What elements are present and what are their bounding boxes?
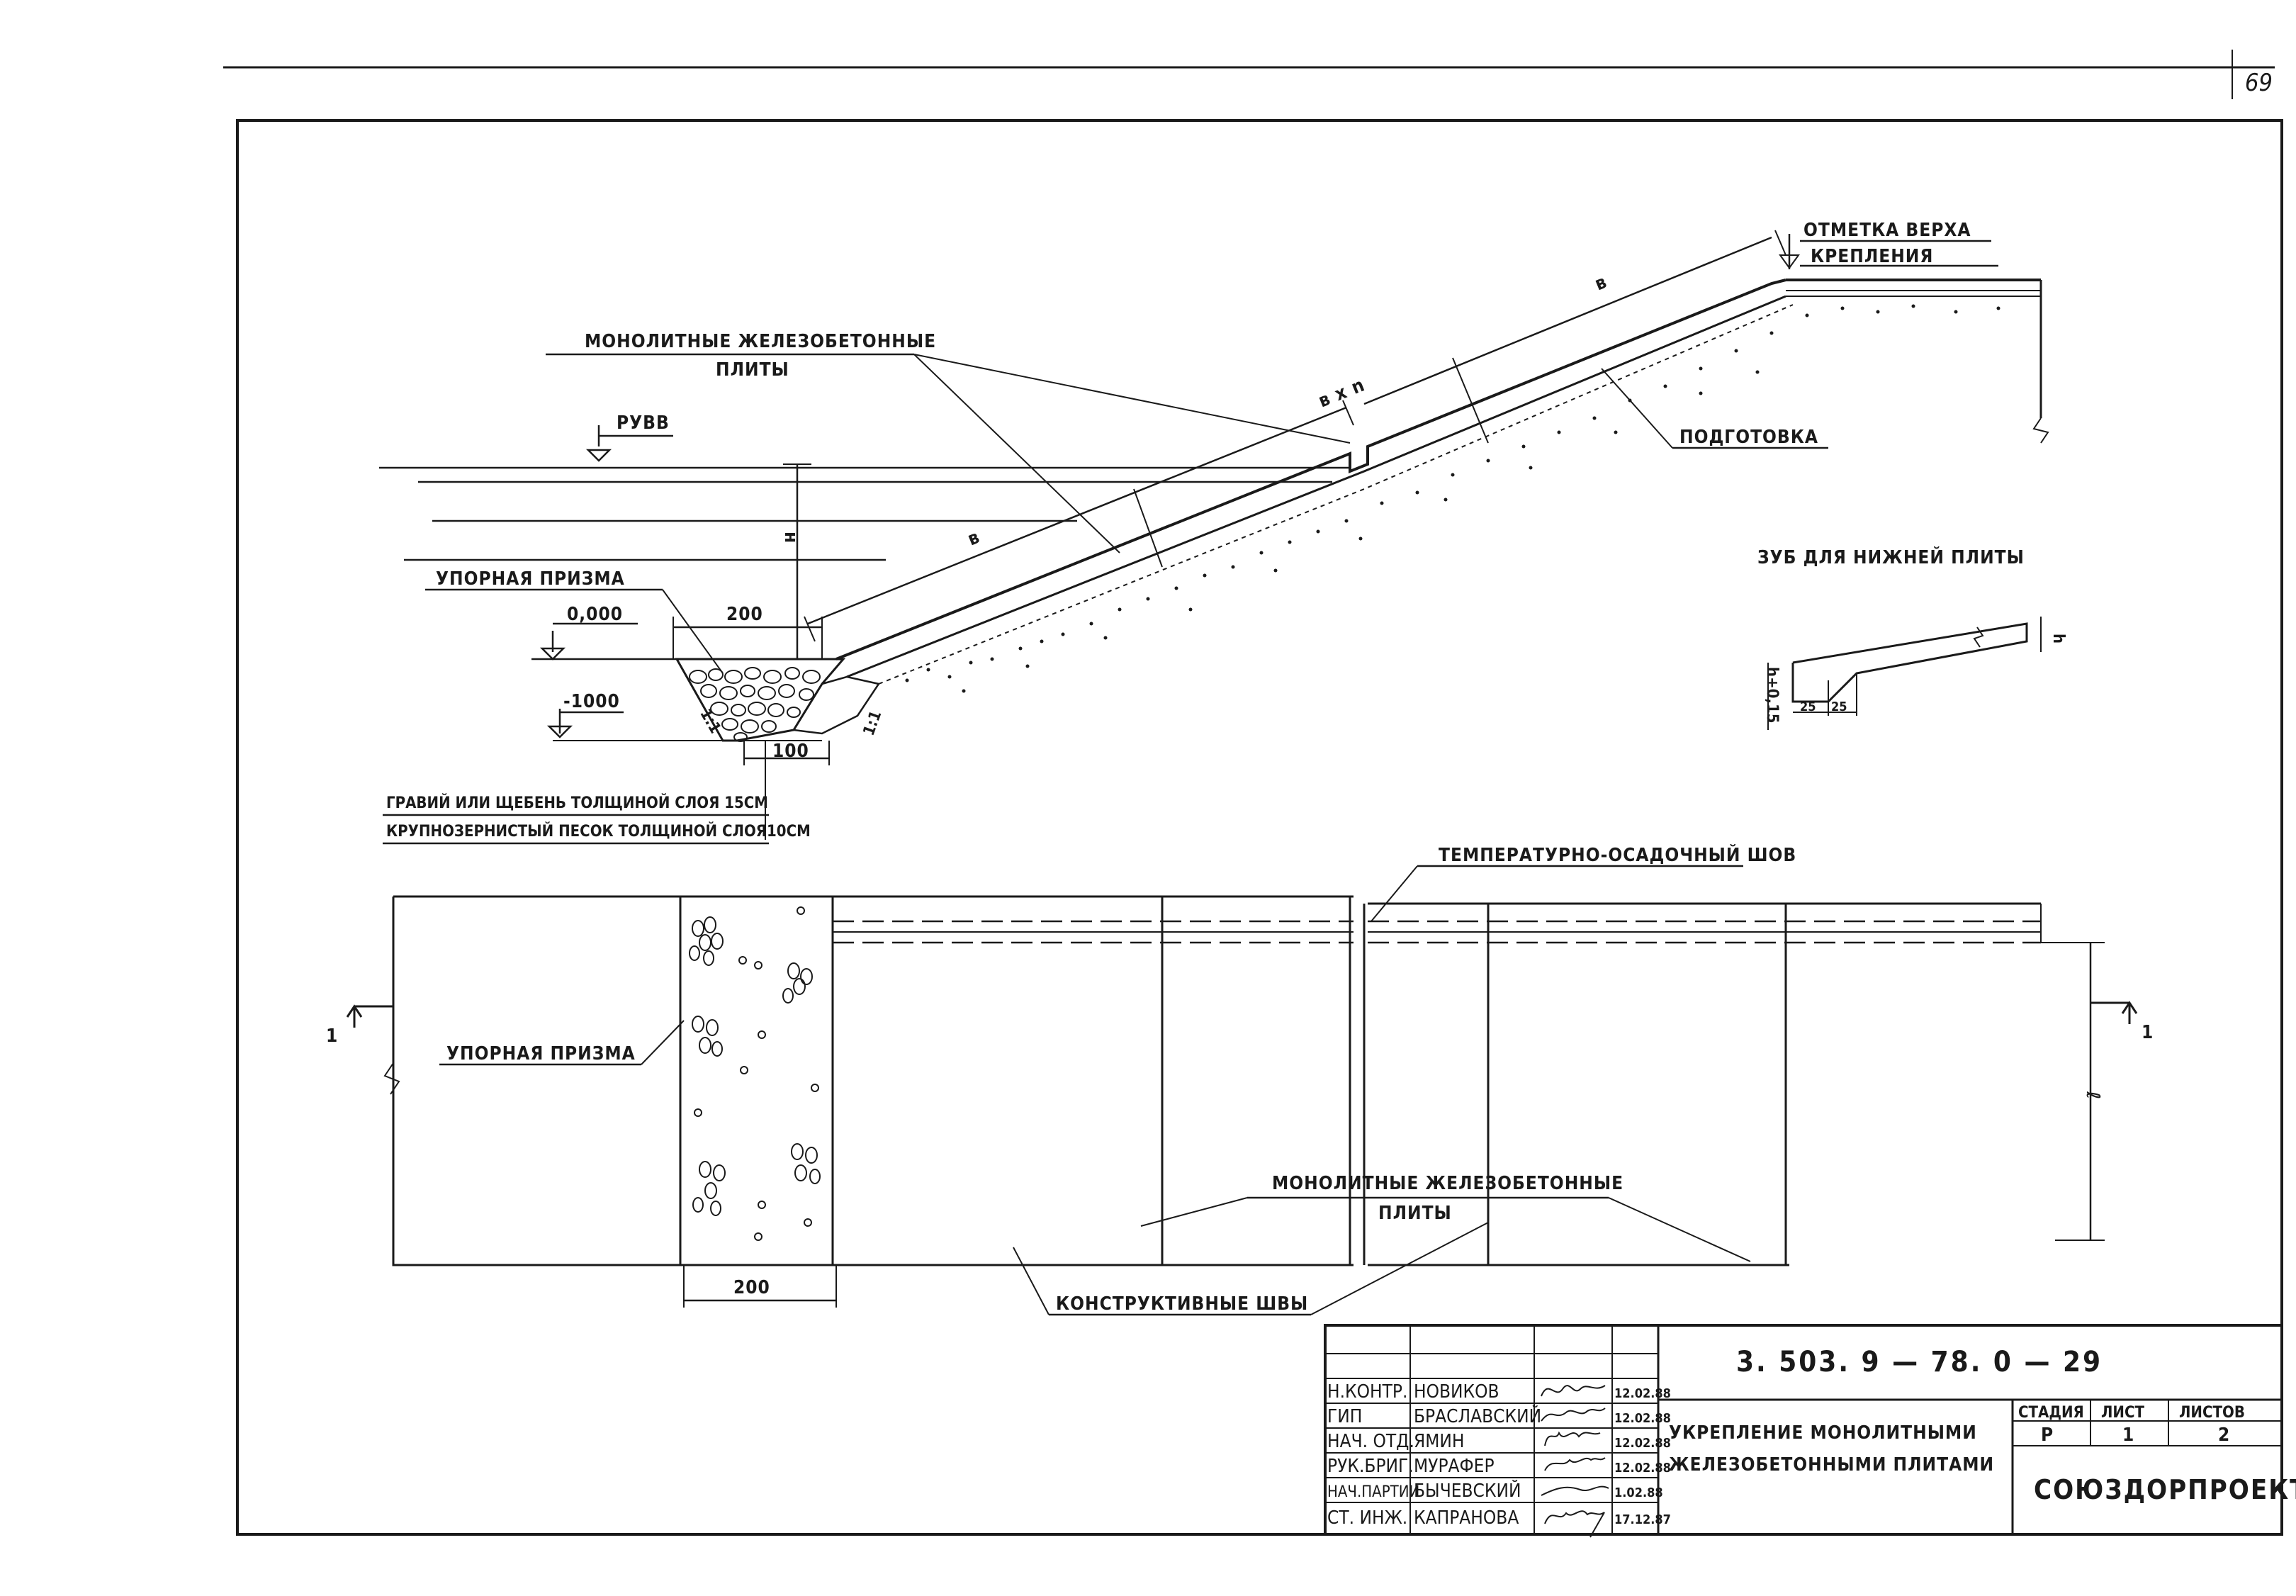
row-date: 12.02.88 xyxy=(1614,1436,1671,1451)
slope-left: 1:1 xyxy=(696,706,724,736)
sand-dots xyxy=(905,304,2000,693)
top-mark-label-1: ОТМЕТКА ВЕРХА xyxy=(1803,220,1971,241)
prep-label: ПОДГОТОВКА xyxy=(1679,427,1818,448)
row-date: 1.02.88 xyxy=(1614,1485,1663,1500)
title-block: 3. 503. 9 — 78. 0 — 29 УКРЕПЛЕНИЕ МОНОЛИ… xyxy=(1324,1324,2296,1538)
dim-100-section: 100 xyxy=(772,741,809,762)
row-name: НОВИКОВ xyxy=(1414,1381,1499,1403)
dim-b-lower: в xyxy=(964,527,983,551)
stage-label: СТАДИЯ xyxy=(2018,1404,2084,1422)
dim-bn: в x n xyxy=(1315,374,1368,412)
gravel-label: ГРАВИЙ ИЛИ ЩЕБЕНЬ ТОЛЩИНОЙ СЛОЯ 15СМ xyxy=(386,794,768,812)
slabs-plan-label-2: ПЛИТЫ xyxy=(1378,1203,1452,1224)
sheets-label: ЛИСТОВ xyxy=(2179,1404,2245,1422)
row-date: 12.02.88 xyxy=(1614,1386,1671,1401)
row-name: КАПРАНОВА xyxy=(1414,1507,1519,1529)
cut-right: 1 xyxy=(2142,1022,2154,1043)
slabs-label-1: МОНОЛИТНЫЕ ЖЕЛЕЗОБЕТОННЫЕ xyxy=(585,331,936,352)
cut-left: 1 xyxy=(326,1025,338,1047)
water-level-label: РУВВ xyxy=(617,412,670,434)
row-date: 12.02.88 xyxy=(1614,1411,1671,1426)
plan-prism-stones xyxy=(689,906,821,1241)
dim-200-plan: 200 xyxy=(733,1277,770,1298)
thrust-prism-label-section: УПОРНАЯ ПРИЗМА xyxy=(436,568,625,590)
constr-joints-label: КОНСТРУКТИВНЫЕ ШВЫ xyxy=(1056,1293,1308,1315)
row-role: Н.КОНТР. xyxy=(1327,1381,1407,1403)
row-role: НАЧ.ПАРТИИ xyxy=(1327,1483,1419,1501)
tooth-dim-h: h xyxy=(2049,634,2067,644)
tooth-dim-25b: 25 xyxy=(1831,699,1847,714)
dim-l-plan: ℓ xyxy=(2082,1091,2103,1100)
row-role: ГИП xyxy=(1327,1406,1362,1427)
dim-200-section: 200 xyxy=(726,604,763,625)
row-role: СТ. ИНЖ. xyxy=(1327,1507,1407,1529)
page-number: 69 xyxy=(2245,69,2273,97)
cross-section: РУВВ ОТМЕТКА ВЕРХА КРЕПЛЕНИЯ 0,000 -1000… xyxy=(379,220,2067,845)
temp-joint-label: ТЕМПЕРАТУРНО-ОСАДОЧНЫЙ ШОВ xyxy=(1439,843,1796,866)
row-role: РУК.БРИГ. xyxy=(1327,1456,1414,1477)
title-line-1: УКРЕПЛЕНИЕ МОНОЛИТНЫМИ xyxy=(1669,1422,1977,1444)
dim-b-upper: в xyxy=(1592,271,1610,296)
sand-label: КРУПНОЗЕРНИСТЫЙ ПЕСОК ТОЛЩИНОЙ СЛОЯ10СМ xyxy=(386,822,811,841)
org-name: СОЮЗДОРПРОЕКТ xyxy=(2034,1474,2296,1505)
sheet-frame xyxy=(223,50,2283,1536)
tooth-dim-h015: h+0,15 xyxy=(1763,667,1781,724)
row-name: МУРАФЕР xyxy=(1414,1456,1495,1477)
signatures xyxy=(1541,1385,1609,1538)
doc-code: 3. 503. 9 — 78. 0 — 29 xyxy=(1736,1346,2103,1378)
slabs-plan-label-1: МОНОЛИТНЫЕ ЖЕЛЕЗОБЕТОННЫЕ xyxy=(1272,1173,1623,1194)
row-name: БРАСЛАВСКИЙ xyxy=(1414,1405,1541,1427)
slabs-label-2: ПЛИТЫ xyxy=(716,359,789,381)
tooth-dim-25a: 25 xyxy=(1800,699,1816,714)
sheet-value: 1 xyxy=(2122,1424,2134,1446)
row-date: 12.02.88 xyxy=(1614,1461,1671,1476)
row-name: ЯМИН xyxy=(1414,1431,1465,1452)
water-surface xyxy=(379,466,1350,561)
signature-rows: Н.КОНТР. НОВИКОВ 12.02.88 ГИП БРАСЛАВСКИ… xyxy=(1327,1381,1671,1529)
row-date: 17.12.87 xyxy=(1614,1512,1671,1527)
elev-zero-label: 0,000 xyxy=(567,604,623,625)
sheets-value: 2 xyxy=(2218,1424,2230,1446)
dim-h-label: н xyxy=(780,532,801,544)
top-mark-label-2: КРЕПЛЕНИЯ xyxy=(1811,246,1933,267)
row-role: НАЧ. ОТД. xyxy=(1327,1431,1414,1452)
plan-view: ℓ 200 1 1 ТЕМПЕРАТУРНО-ОСАДОЧНЫЙ ШОВ УПО… xyxy=(326,843,2154,1316)
slope-right: 1:1 xyxy=(860,709,886,738)
thrust-prism-label-plan: УПОРНАЯ ПРИЗМА xyxy=(446,1043,636,1064)
tooth-title: ЗУБ ДЛЯ НИЖНЕЙ ПЛИТЫ xyxy=(1757,546,2025,568)
tooth-detail xyxy=(1767,617,2042,730)
stage-value: Р xyxy=(2041,1424,2054,1446)
title-line-2: ЖЕЛЕЗОБЕТОННЫМИ ПЛИТАМИ xyxy=(1669,1454,1994,1476)
elev-minus-label: -1000 xyxy=(563,691,620,712)
prism-gravel xyxy=(689,667,821,742)
sheet-label: ЛИСТ xyxy=(2101,1404,2145,1422)
row-name: БЫЧЕВСКИЙ xyxy=(1414,1479,1521,1502)
